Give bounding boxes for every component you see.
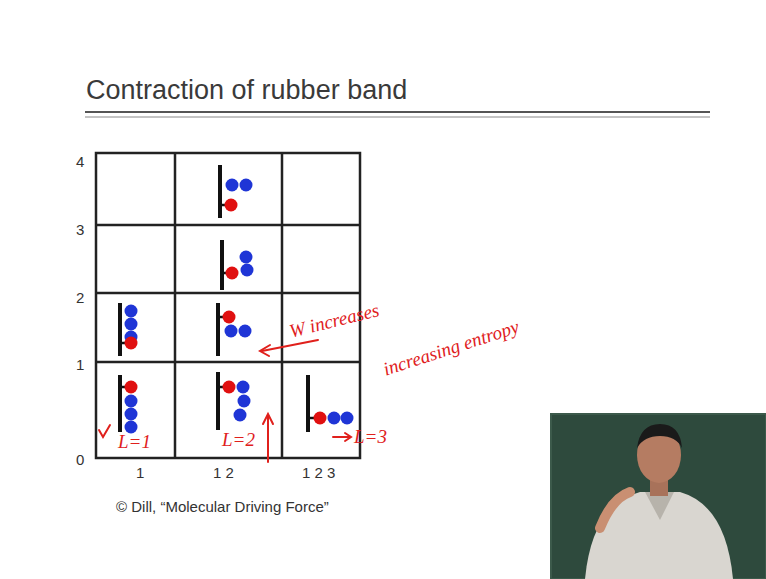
handwritten-note: L=2 (222, 430, 255, 451)
axis-number: 0 (76, 452, 84, 469)
axis-number: 1 (76, 357, 84, 374)
axis-number: 1 (136, 465, 144, 482)
axis-number: 4 (76, 154, 84, 171)
slide-title: Contraction of rubber band (86, 76, 407, 106)
handwritten-note: W increases (287, 300, 381, 342)
axis-number: 1 2 3 (302, 465, 335, 482)
axis-number: 3 (76, 222, 84, 239)
axis-number: 1 2 (213, 465, 234, 482)
handwritten-note: increasing entropy (381, 317, 522, 381)
copyright-caption: © Dill, “Molecular Driving Force” (116, 499, 329, 516)
axis-number: 2 (76, 290, 84, 307)
handwritten-note: L=3 (354, 427, 387, 448)
handwritten-note: L=1 (118, 432, 151, 453)
